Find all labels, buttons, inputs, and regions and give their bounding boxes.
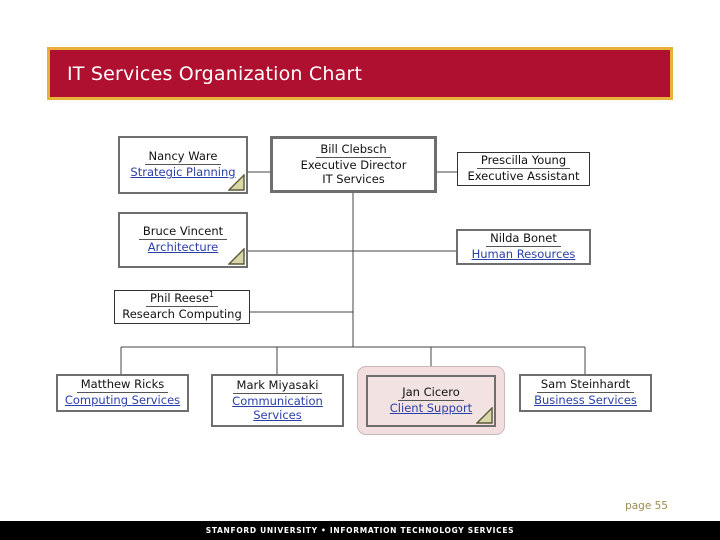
node-name-text: Phil Reese — [149, 291, 209, 306]
node-role: Executive Assistant — [467, 169, 580, 184]
node-name: Sam Steinhardt — [536, 378, 635, 394]
note-triangle-icon — [228, 174, 245, 191]
node-role-link[interactable]: Architecture — [147, 240, 219, 255]
org-node-mark-miyasaki[interactable]: Mark Miyasaki Communication Services — [211, 374, 344, 427]
node-role: Executive Director — [300, 157, 407, 172]
org-node-phil-reese[interactable]: Phil Reese1 Research Computing — [114, 290, 250, 324]
node-role-link[interactable]: Client Support — [389, 401, 473, 416]
note-triangle-icon — [476, 407, 493, 424]
node-name: Phil Reese1 — [145, 290, 219, 308]
org-node-jan-cicero[interactable]: Jan Cicero Client Support — [366, 375, 496, 427]
node-name: Bill Clebsch — [316, 142, 391, 158]
org-node-matthew-ricks[interactable]: Matthew Ricks Computing Services — [56, 374, 189, 412]
node-name: Nancy Ware — [144, 150, 222, 166]
node-name: Jan Cicero — [398, 386, 464, 402]
page-title: IT Services Organization Chart — [67, 62, 363, 85]
org-node-sam-steinhardt[interactable]: Sam Steinhardt Business Services — [519, 374, 652, 412]
node-name: Bruce Vincent — [138, 225, 228, 241]
node-role-link[interactable]: Strategic Planning — [130, 165, 236, 180]
node-role-link[interactable]: Human Resources — [471, 247, 576, 262]
node-role-link[interactable]: Computing Services — [64, 393, 181, 408]
org-node-nancy-ware[interactable]: Nancy Ware Strategic Planning — [118, 136, 248, 194]
footer-text: STANFORD UNIVERSITY • INFORMATION TECHNO… — [205, 526, 515, 535]
org-node-nilda-bonet[interactable]: Nilda Bonet Human Resources — [456, 229, 591, 265]
node-name: Matthew Ricks — [76, 378, 169, 394]
node-role-link[interactable]: Business Services — [534, 393, 637, 408]
note-triangle-icon — [228, 248, 245, 265]
org-node-bruce-vincent[interactable]: Bruce Vincent Architecture — [118, 212, 248, 268]
page-number: page 55 — [625, 500, 668, 512]
node-role-link-secondary[interactable]: Services — [253, 408, 302, 422]
title-banner: IT Services Organization Chart — [47, 47, 673, 100]
org-node-bill-clebsch[interactable]: Bill Clebsch Executive Director IT Servi… — [270, 136, 437, 193]
org-node-prescilla-young[interactable]: Prescilla Young Executive Assistant — [457, 152, 590, 186]
footnote-marker: 1 — [208, 290, 215, 300]
node-role-link[interactable]: Communication — [232, 394, 323, 408]
node-role-secondary: IT Services — [322, 172, 385, 186]
footer-bar: STANFORD UNIVERSITY • INFORMATION TECHNO… — [0, 521, 720, 540]
node-name: Nilda Bonet — [486, 232, 561, 248]
node-role: Research Computing — [122, 307, 242, 322]
node-name: Mark Miyasaki — [232, 379, 323, 394]
node-name: Prescilla Young — [476, 154, 571, 170]
